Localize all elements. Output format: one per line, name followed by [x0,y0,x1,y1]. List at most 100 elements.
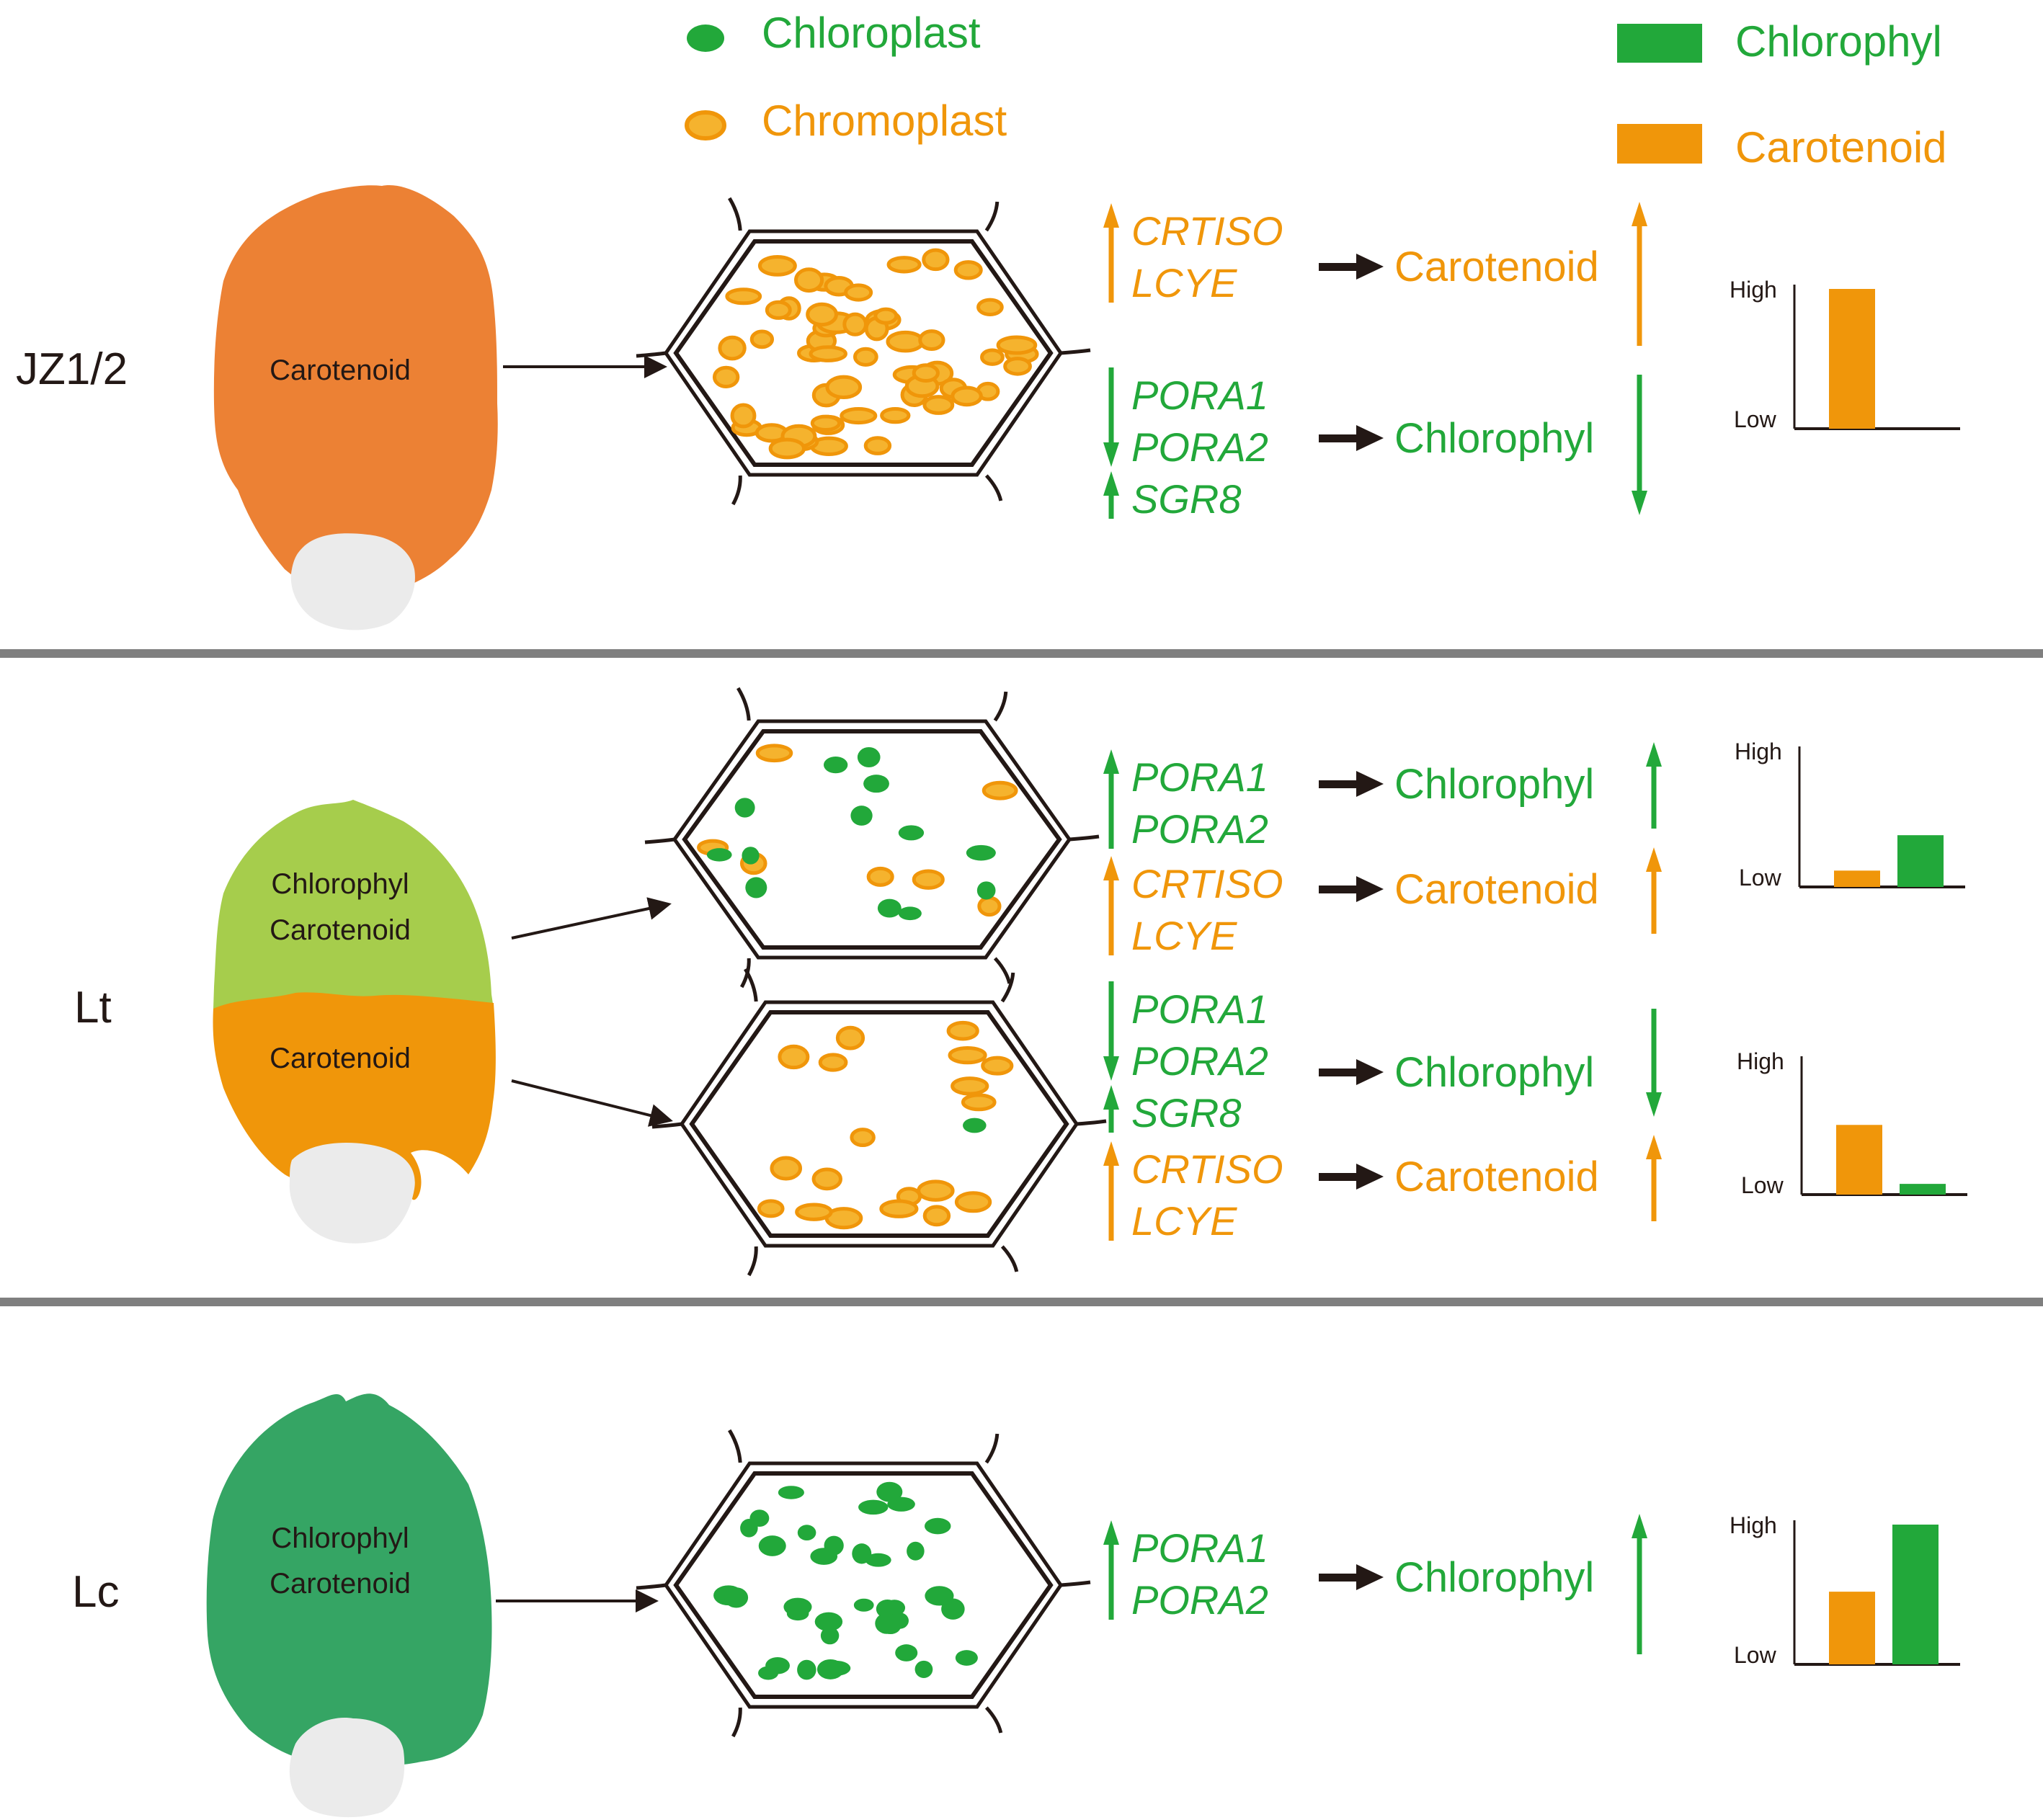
chromoplast [886,330,925,353]
legend-chlorophyl-label: Chlorophyl [1735,17,1942,66]
legend: Chloroplast Chromoplast Chlorophyl Carot… [685,9,1947,171]
legend-chloroplast-label: Chloroplast [762,9,981,57]
chart-high-label: High [1737,1048,1784,1074]
row-lt: Lt Chlorophyl Carotenoid Carotenoid PORA… [74,687,1967,1277]
chart-high-label: High [1735,739,1782,764]
cell-lt-upper [644,687,1100,989]
neighbor-cell-wall [984,1433,1000,1464]
pathway-product: Carotenoid [1394,1154,1599,1200]
gene-name: PORA1 [1131,754,1268,800]
chart-low-label: Low [1741,1172,1784,1198]
neighbor-cell-wall [984,1706,1003,1734]
chloroplast [814,1612,843,1631]
row-label: Lt [74,983,112,1032]
neighbor-cell-wall [1000,1245,1019,1272]
up-regulated-arrow-icon [1103,856,1119,955]
chlorophyl-bar [1900,1184,1946,1195]
chromoplast [765,300,792,320]
chloroplast [816,1659,844,1680]
chloroplast [963,1118,987,1133]
cell-wall-inner [673,1471,1054,1699]
chloroplast [758,1535,786,1556]
fruit-pigment-label: Carotenoid [270,354,411,386]
chromoplast [749,329,775,349]
fruit-body-green [213,800,494,1009]
pathway-group: PORA1PORA2ChlorophylCRTISOLCYECarotenoid… [1103,742,1662,1244]
cell-wall-inner [689,1010,1069,1238]
chromoplast [912,363,940,383]
neighbor-cell-wall [984,474,1003,501]
chromoplast [961,1093,997,1112]
chromoplast [844,283,873,302]
chloroplast [797,1525,816,1541]
gene-name: PORA2 [1131,424,1268,470]
chloroplast [858,1499,889,1515]
carotenoid-legend-swatch [1617,124,1702,164]
chromoplast [980,348,1005,366]
chloroplast [857,746,881,768]
chloroplast [749,1509,770,1527]
up-regulated-arrow-icon [1103,203,1119,303]
chromoplast [918,329,945,352]
gene-name: PORA1 [1131,373,1268,418]
cell-lc [636,1429,1091,1738]
chloroplast [895,1644,918,1661]
chloroplast [925,1586,954,1606]
chart-low-label: Low [1739,865,1782,891]
fruit-body [213,185,498,599]
chlorophyl-legend-swatch [1617,24,1702,63]
neighbor-cell-wall [984,201,1000,232]
chromoplast [811,1167,842,1191]
neighbor-cell-wall [636,1583,667,1590]
chromoplast [953,260,983,280]
chart-high-label: High [1730,277,1777,303]
leads-to-arrow [1319,254,1384,280]
fruit-stem [289,1143,415,1244]
neighbor-cell-wall [731,475,742,506]
fruit-pigment-label: Chlorophyl [271,868,409,900]
neighbor-cell-wall [644,837,675,844]
leads-to-arrow [1319,876,1384,902]
gene-name: PORA2 [1131,1577,1268,1623]
fruit-stem [289,1718,405,1818]
pathway-product: Chlorophyl [1394,761,1594,808]
cell-lt-lower [651,968,1107,1277]
chloroplast [745,877,767,898]
chromoplast [825,375,863,400]
neighbor-cell-wall [728,1429,742,1463]
gene-name: PORA1 [1131,1525,1268,1571]
chromoplast [818,1053,848,1072]
chloroplast [863,775,889,793]
chromoplast [793,267,824,293]
chloroplast [850,806,873,826]
chromoplast [755,744,793,763]
neighbor-cell-wall [993,691,1008,722]
fruit-pigment-label: Carotenoid [270,1043,411,1074]
chromoplast [873,307,899,325]
down-regulated-arrow-icon [1103,367,1119,467]
pathway-product: Carotenoid [1394,866,1599,913]
increase-arrow-icon [1632,202,1647,346]
chloroplast [758,1666,779,1680]
row-label: Lc [72,1567,119,1617]
row-separator [0,1298,2043,1306]
carotenoid-bar [1836,1125,1882,1195]
chromoplast [922,395,955,415]
fruit-lt: Chlorophyl Carotenoid Carotenoid [213,800,496,1244]
gene-name: CRTISO [1131,208,1283,254]
neighbor-cell-wall [1060,348,1091,355]
chromoplast [712,365,740,388]
chromoplast [768,437,806,460]
chromoplast [835,1025,865,1050]
chloroplast [907,1541,925,1561]
carotenoid-bar [1829,1592,1875,1664]
chloroplast-legend-icon [687,24,724,52]
fruit-body-orange [213,992,496,1200]
chromoplast-legend-icon [685,110,726,140]
cell-wall-inner [682,729,1062,950]
chloroplast [876,1481,903,1502]
